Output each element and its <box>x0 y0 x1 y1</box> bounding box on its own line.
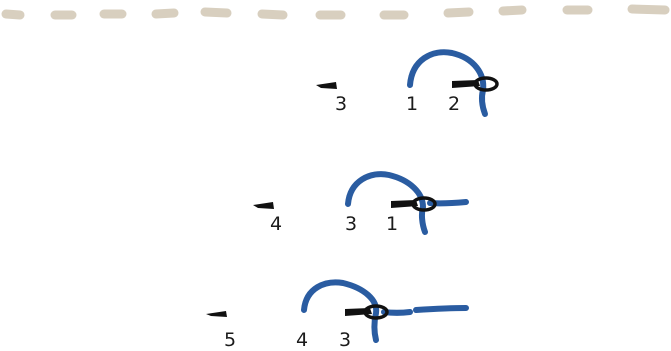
stitch-label-right: 3 <box>339 329 351 351</box>
stitch-step-2: 4 3 1 <box>253 171 469 235</box>
thread-tail <box>427 199 469 207</box>
needle-shaft <box>391 200 418 208</box>
stitch-label-mid: 3 <box>345 213 357 235</box>
stitch-step-3: 5 4 3 <box>206 279 469 351</box>
needle-eye <box>411 196 437 212</box>
stitch-label-left: 3 <box>335 93 347 115</box>
needle-point-marker <box>206 311 227 317</box>
thread-loop <box>301 279 380 343</box>
needle-eye <box>363 304 389 320</box>
stitch-label-right: 1 <box>386 213 398 235</box>
needle-point-marker <box>253 202 274 209</box>
thread-tail <box>413 305 469 313</box>
thread-loop <box>345 171 428 235</box>
stitch-label-left: 5 <box>224 329 236 351</box>
stitch-step-1: 3 1 2 <box>316 49 499 117</box>
needle-eye <box>473 76 499 92</box>
needle-point-marker <box>316 82 337 89</box>
thread-loop <box>407 49 488 117</box>
dashed-border-top <box>1 4 670 20</box>
stitch-label-left: 4 <box>270 213 282 235</box>
stitch-label-mid: 1 <box>406 93 418 115</box>
stitch-label-right: 2 <box>448 93 460 115</box>
stitch-label-mid: 4 <box>296 329 308 351</box>
needle-shaft <box>452 80 480 88</box>
